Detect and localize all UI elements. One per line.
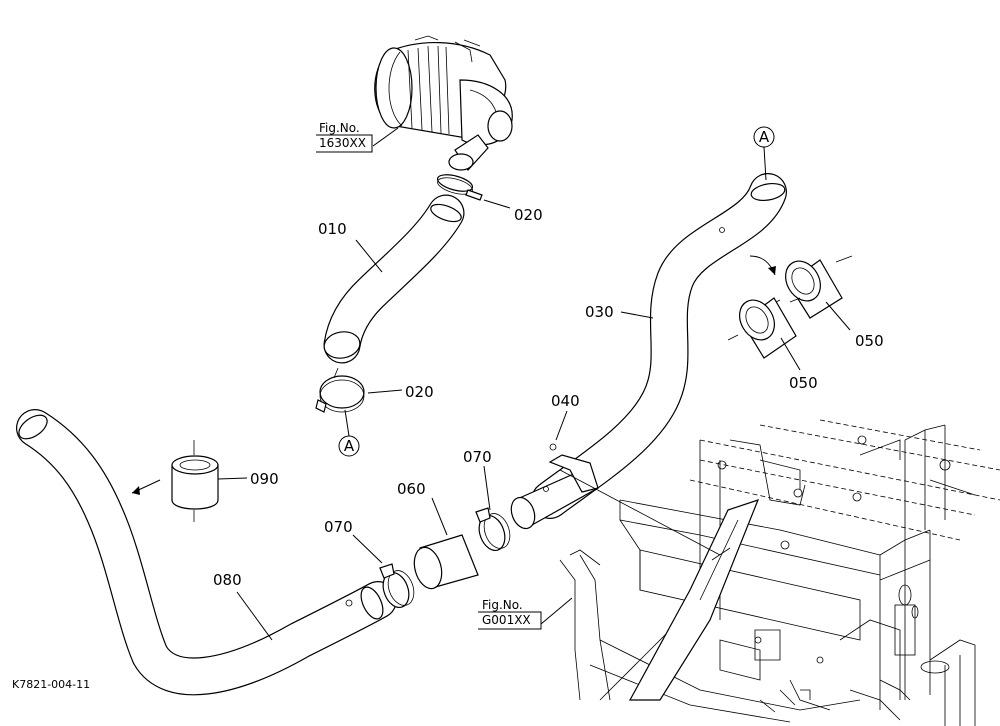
callout-labels: 010 020 020 030 040 050 050 060 070 070 … xyxy=(213,206,884,589)
hose-010 xyxy=(323,194,465,364)
svg-text:1630XX: 1630XX xyxy=(319,136,366,150)
connection-marker-a-top: A xyxy=(753,126,775,181)
callout-030: 030 xyxy=(585,303,614,321)
coupler-060 xyxy=(413,534,479,590)
clamp-020-top xyxy=(436,174,483,201)
hose-080 xyxy=(16,409,397,696)
hose-030 xyxy=(531,173,787,519)
svg-text:A: A xyxy=(759,128,770,146)
fig-ref-frame: Fig.No. G001XX xyxy=(478,598,542,630)
callout-020-top: 020 xyxy=(514,206,543,224)
svg-text:G001XX: G001XX xyxy=(482,613,531,627)
callout-080: 080 xyxy=(213,571,242,589)
clamp-020-bottom xyxy=(315,367,365,413)
fig-ref-air-cleaner: Fig.No. 1630XX xyxy=(316,121,373,153)
sleeve-090 xyxy=(131,440,219,522)
inlet-pipe-040 xyxy=(510,443,721,556)
frame-structure xyxy=(559,419,1000,726)
svg-text:Fig.No.: Fig.No. xyxy=(482,598,523,612)
sleeve-050-bottom xyxy=(727,255,801,359)
clamp-070-left xyxy=(379,563,415,609)
sleeve-050-top xyxy=(769,255,853,319)
svg-text:A: A xyxy=(344,437,355,455)
callout-070-left: 070 xyxy=(324,518,353,536)
callout-050-bottom: 050 xyxy=(789,374,818,392)
callout-060: 060 xyxy=(397,480,426,498)
clamp-070-right xyxy=(475,507,511,552)
leader-lines xyxy=(217,127,851,641)
callout-050-top: 050 xyxy=(855,332,884,350)
callout-040: 040 xyxy=(551,392,580,410)
air-cleaner-assembly xyxy=(374,35,513,171)
drawing-number: K7821-004-11 xyxy=(12,678,90,691)
callout-010: 010 xyxy=(318,220,347,238)
callout-070-right: 070 xyxy=(463,448,492,466)
svg-text:Fig.No.: Fig.No. xyxy=(319,121,360,135)
callout-090: 090 xyxy=(250,470,279,488)
connection-marker-a-bottom: A xyxy=(338,409,360,457)
callout-020-bottom: 020 xyxy=(405,383,434,401)
